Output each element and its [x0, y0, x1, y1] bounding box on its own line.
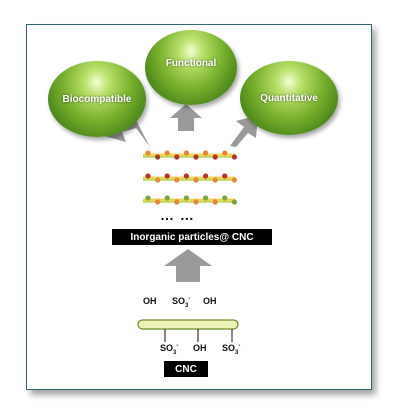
particle: [222, 150, 228, 156]
arrow-to-functional: [170, 104, 202, 131]
group-so3-top: SO3-: [172, 296, 191, 309]
sphere-quantitative-label: Quantitative: [260, 92, 318, 104]
particle: [164, 150, 170, 156]
particle: [145, 150, 151, 156]
particle: [164, 173, 170, 179]
particle: [231, 199, 237, 205]
particle: [174, 154, 180, 160]
sphere-quantitative: Quantitative: [240, 61, 338, 135]
particle: [174, 177, 180, 183]
particle: [193, 154, 199, 160]
particle: [174, 199, 180, 205]
particle: [203, 195, 209, 201]
particle: [164, 195, 170, 201]
sphere-biocompatible: Biocompatible: [48, 61, 146, 137]
composite-label-text: Inorganic particles@ CNC: [130, 231, 254, 243]
particle: [155, 154, 161, 160]
particle: [193, 177, 199, 183]
particles: [145, 150, 237, 205]
group-oh-bottom: OH: [193, 343, 207, 353]
particle: [183, 173, 189, 179]
ellipsis: … …: [160, 207, 195, 223]
cnc-label: CNC: [164, 361, 208, 377]
group-so3-bottom-right: SO3-: [222, 343, 241, 356]
particle: [155, 177, 161, 183]
particle: [212, 177, 218, 183]
group-oh-right: OH: [203, 296, 217, 306]
sphere-functional: Functional: [145, 30, 237, 105]
particle: [231, 177, 237, 183]
particle: [155, 199, 161, 205]
group-so3-bottom-left: SO3-: [160, 343, 179, 356]
particle: [222, 173, 228, 179]
cnc-rod: [137, 319, 239, 330]
composite-label: Inorganic particles@ CNC: [112, 229, 272, 245]
sphere-functional-label: Functional: [165, 58, 217, 69]
cnc-label-text: CNC: [175, 363, 197, 375]
group-oh-left: OH: [143, 296, 157, 306]
particle: [145, 173, 151, 179]
particle: [193, 199, 199, 205]
particle: [203, 173, 209, 179]
particle: [183, 150, 189, 156]
arrow-cnc-to-composite: [164, 249, 212, 282]
arrow-to-quantitative: [230, 115, 258, 147]
sphere-biocompatible-label: Biocompatible: [62, 93, 132, 105]
particle: [145, 195, 151, 201]
particle: [212, 154, 218, 160]
particle: [231, 154, 237, 160]
particle: [212, 199, 218, 205]
particle: [183, 195, 189, 201]
particle: [203, 150, 209, 156]
particle: [222, 195, 228, 201]
